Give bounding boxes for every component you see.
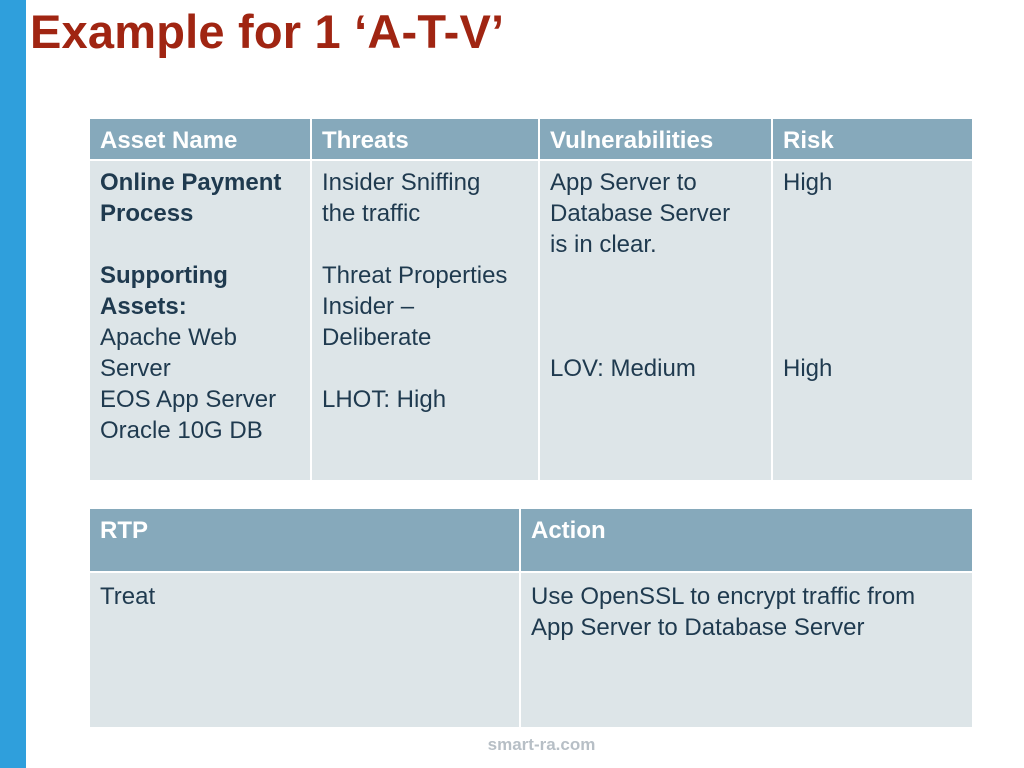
- atv-table: Asset Name Threats Vulnerabilities Risk …: [88, 117, 974, 482]
- supporting-assets-label: Supporting: [100, 262, 228, 289]
- supporting-asset-item: Apache Web: [100, 324, 237, 351]
- header-asset-name: Asset Name: [88, 117, 312, 161]
- vulnerability-line: is in clear.: [550, 231, 657, 258]
- slide-title: Example for 1 ‘A-T-V’: [30, 5, 505, 58]
- header-threats: Threats: [310, 117, 540, 161]
- atv-data-row: Online Payment Process Supporting Assets…: [88, 159, 974, 482]
- blank-line: [550, 291, 761, 322]
- lov-value: LOV: Medium: [550, 355, 696, 382]
- threat-line: Insider Sniffing: [322, 169, 481, 196]
- threat-properties-line: Deliberate: [322, 324, 432, 351]
- blank-line: [100, 229, 300, 260]
- cell-rtp: Treat: [88, 571, 521, 729]
- asset-name-line: Online Payment: [100, 169, 282, 196]
- blank-line: [783, 229, 962, 260]
- threat-properties-line: Insider –: [322, 293, 415, 320]
- atv-header-row: Asset Name Threats Vulnerabilities Risk: [88, 117, 974, 161]
- cell-risk: High High: [771, 159, 974, 482]
- rtp-table: RTP Action Treat Use OpenSSL to encrypt …: [88, 507, 974, 729]
- blank-line: [783, 322, 962, 353]
- footer-source: smart-ra.com: [487, 735, 596, 754]
- lhot-value: LHOT: High: [322, 386, 447, 413]
- vulnerability-line: Database Server: [550, 200, 731, 227]
- threat-line: the traffic: [322, 200, 421, 227]
- side-accent-bar: [0, 0, 26, 768]
- supporting-asset-item: EOS App Server: [100, 386, 277, 413]
- risk-value: High: [783, 169, 833, 196]
- cell-asset-name: Online Payment Process Supporting Assets…: [88, 159, 312, 482]
- header-risk: Risk: [771, 117, 974, 161]
- header-action: Action: [519, 507, 974, 573]
- cell-action: Use OpenSSL to encrypt traffic from App …: [519, 571, 974, 729]
- rtp-header-row: RTP Action: [88, 507, 974, 573]
- blank-line: [783, 198, 962, 229]
- rtp-value: Treat: [100, 583, 156, 610]
- vulnerability-line: App Server to: [550, 169, 697, 196]
- blank-line: [322, 353, 528, 384]
- supporting-asset-item: Oracle 10G DB: [100, 417, 263, 444]
- header-rtp: RTP: [88, 507, 521, 573]
- asset-name-line: Process: [100, 200, 194, 227]
- supporting-asset-item: Server: [100, 355, 171, 382]
- blank-line: [322, 229, 528, 260]
- action-line: Use OpenSSL to encrypt traffic from: [531, 583, 916, 610]
- cell-threats: Insider Sniffing the traffic Threat Prop…: [310, 159, 540, 482]
- risk-value: High: [783, 355, 833, 382]
- blank-line: [783, 291, 962, 322]
- action-line: App Server to Database Server: [531, 614, 865, 641]
- rtp-data-row: Treat Use OpenSSL to encrypt traffic fro…: [88, 571, 974, 729]
- supporting-assets-label: Assets:: [100, 293, 187, 320]
- blank-line: [783, 260, 962, 291]
- blank-line: [550, 322, 761, 353]
- threat-properties-line: Threat Properties: [322, 262, 508, 289]
- header-vulnerabilities: Vulnerabilities: [538, 117, 773, 161]
- cell-vulnerabilities: App Server to Database Server is in clea…: [538, 159, 773, 482]
- blank-line: [550, 260, 761, 291]
